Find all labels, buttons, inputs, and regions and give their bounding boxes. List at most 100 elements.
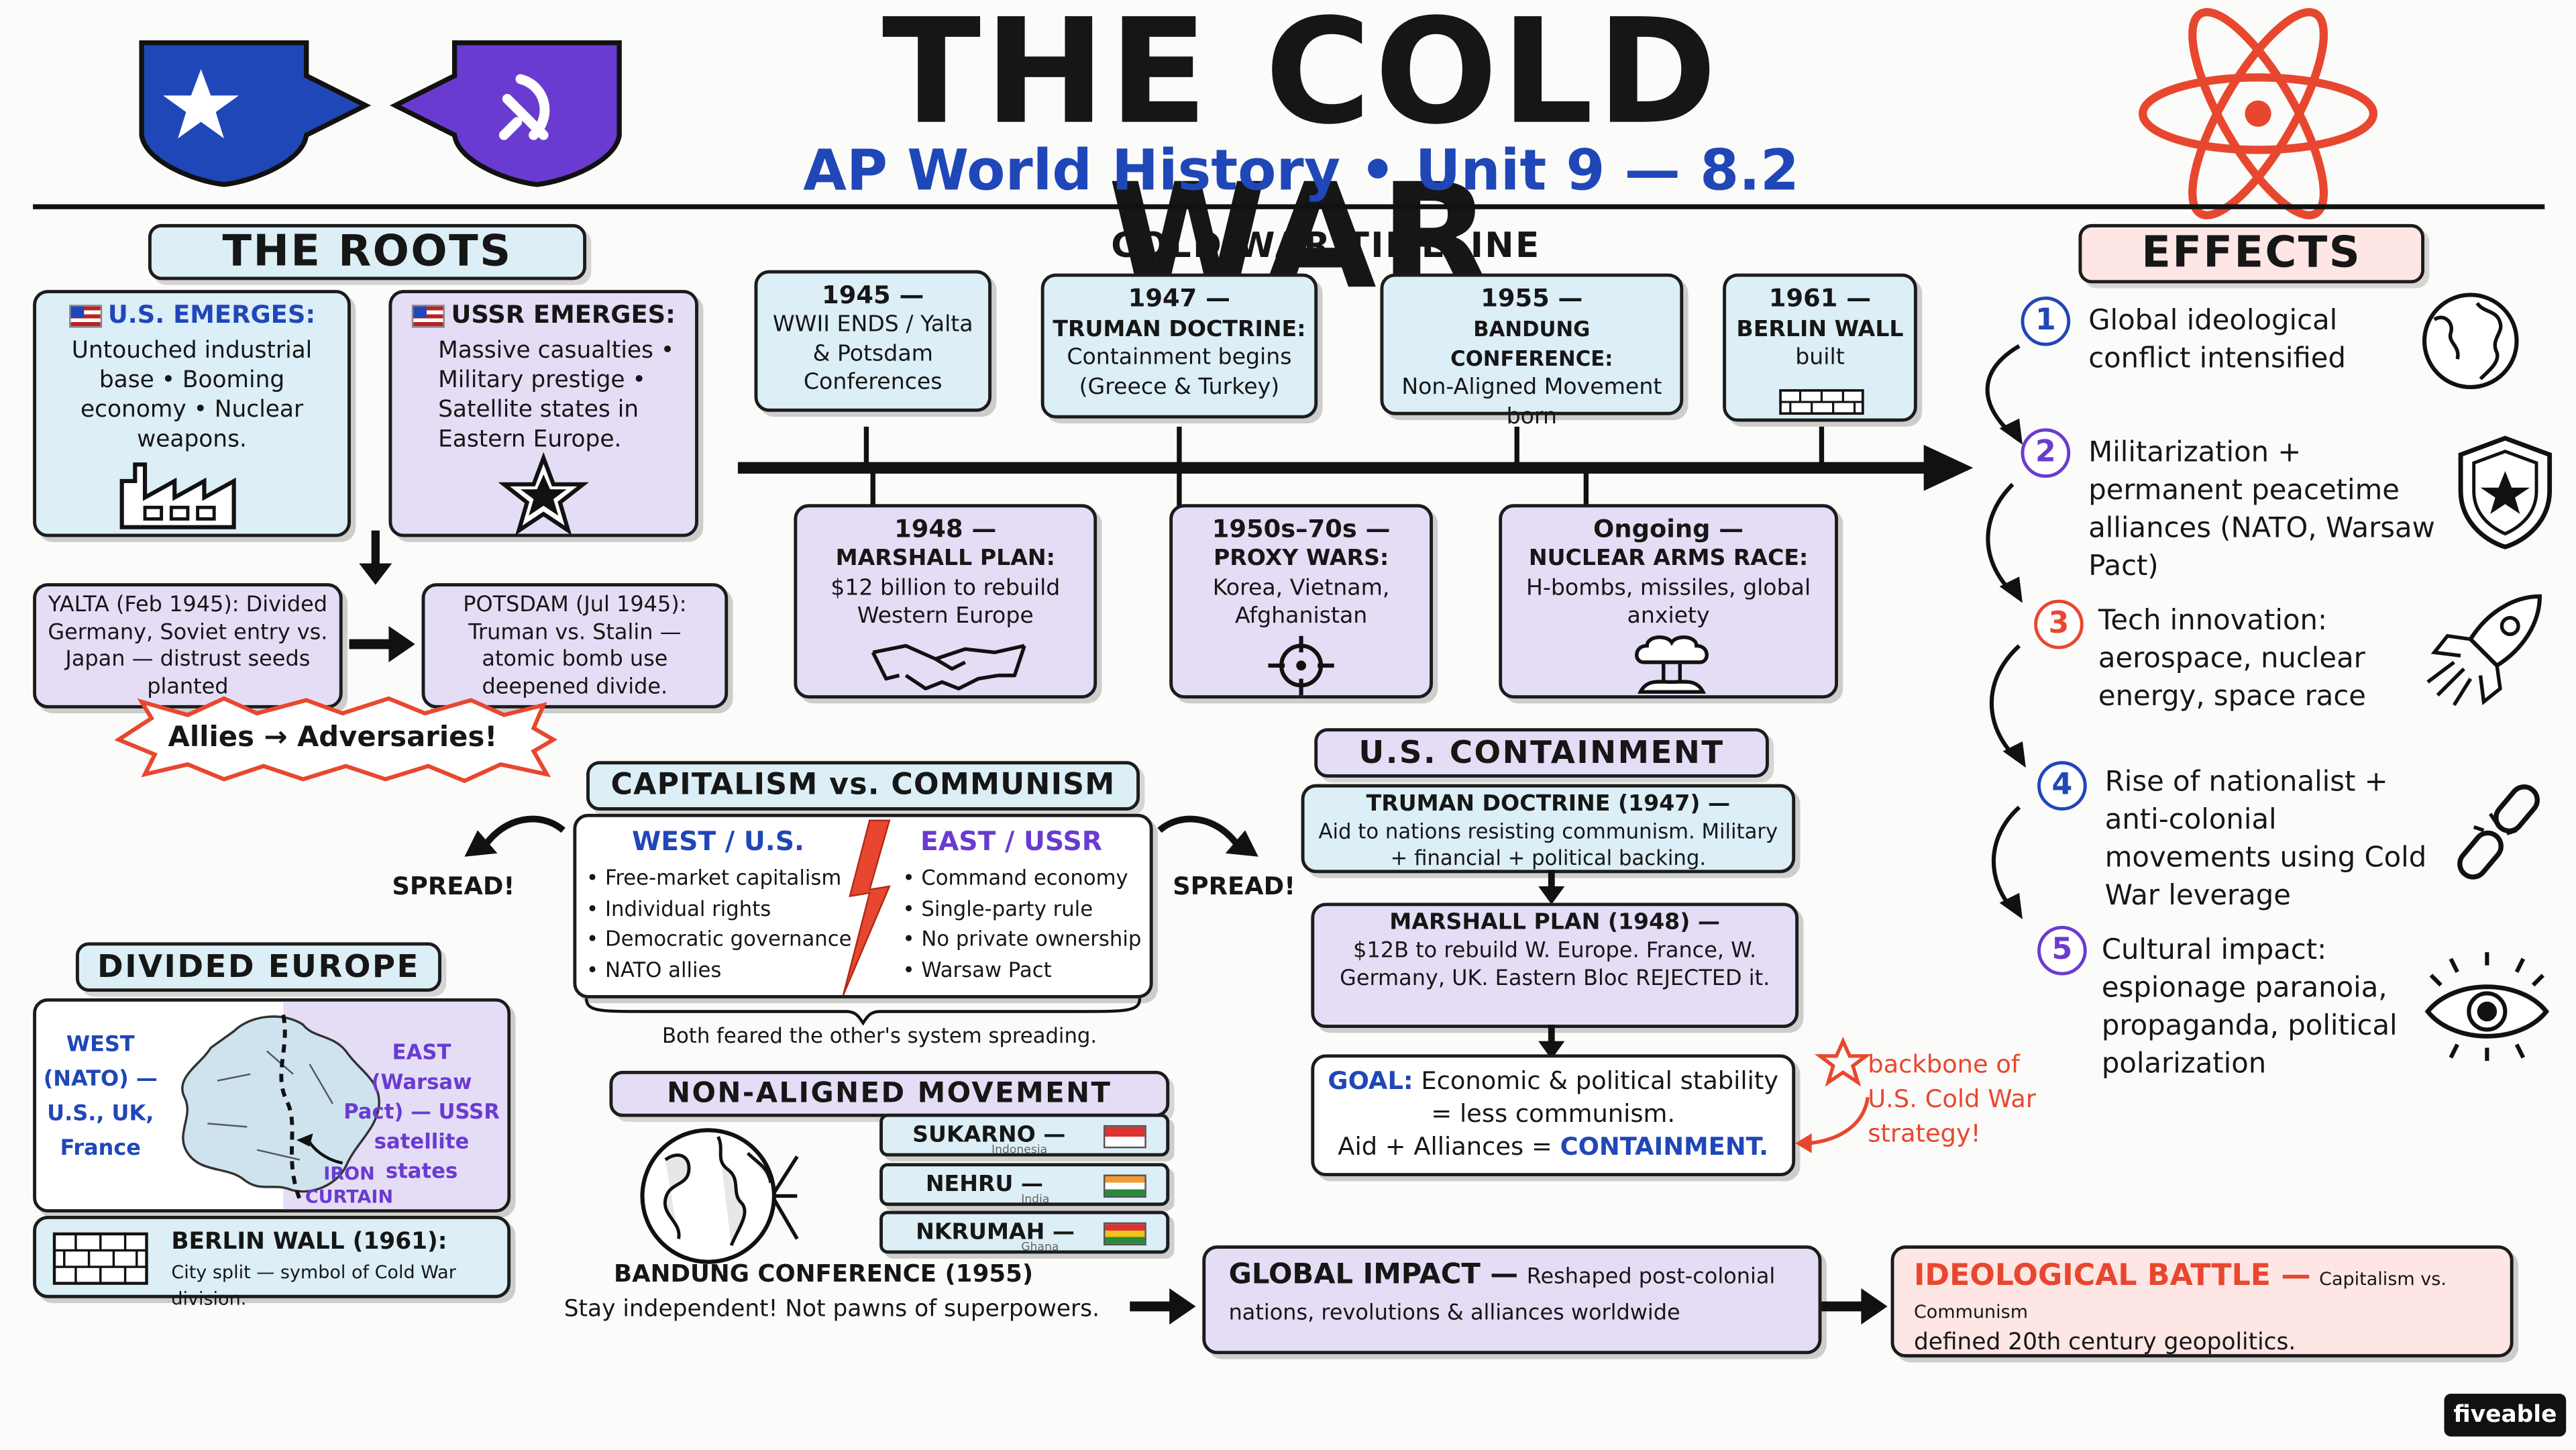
timeline-arms-text: H-bombs, missiles, global anxiety	[1526, 574, 1811, 629]
marshall-text: $12B to rebuild W. Europe. France, W. Ge…	[1340, 939, 1770, 992]
page-subtitle: AP World History • Unit 9 — 8.2	[803, 138, 1799, 205]
effect-1-text: Global ideological conflict intensified	[2088, 305, 2346, 376]
burst-shape	[114, 696, 558, 784]
ideological-battle-card: IDEOLOGICAL BATTLE — Capitalism vs. Comm…	[1890, 1245, 2514, 1358]
goal-label: GOAL:	[1328, 1066, 1413, 1096]
capcom-header: CAPITALISM vs. COMMUNISM	[586, 761, 1140, 811]
down-arrow-roots	[359, 530, 392, 585]
timeline-axis	[737, 426, 1974, 508]
iron-curtain-label: IRON CURTAIN	[305, 1163, 394, 1208]
leader-sukarno-card: SUKARNO — Indonesia	[879, 1113, 1170, 1157]
us-flag-icon-2	[411, 303, 445, 327]
leader-nkrumah-card: NKRUMAH — Ghana	[879, 1210, 1170, 1254]
globe-icon	[2422, 293, 2519, 390]
backbone-arrow	[1795, 1096, 1870, 1153]
yalta-text: YALTA (Feb 1945): Divided Germany, Sovie…	[48, 592, 328, 700]
effect-2-text: Militarization + permanent peacetime all…	[2088, 436, 2435, 584]
east-item: • No private ownership	[902, 925, 1142, 951]
broken-chain-icon	[2457, 784, 2540, 880]
us-emerges-text: Untouched industrial base • Booming econ…	[71, 338, 313, 454]
global-impact-text: Reshaped post-colonial nations, revoluti…	[1228, 1265, 1776, 1327]
battle-title-small: Capitalism vs. Communism	[1913, 1268, 2447, 1323]
truman-text: Aid to nations resisting communism. Mili…	[1318, 819, 1778, 870]
ussr-emerges-text: Massive casualties • Military prestige •…	[438, 338, 675, 454]
crosshair-icon	[1268, 635, 1334, 696]
eye-icon	[2424, 952, 2550, 1061]
divided-header: DIVIDED EUROPE	[75, 942, 441, 992]
timeline-1947-card: 1947 — TRUMAN DOCTRINE: Containment begi…	[1040, 273, 1318, 419]
west-label: WEST (NATO) — U.S., UK, France	[43, 1033, 158, 1161]
timeline-1948-bold: MARSHALL PLAN:	[835, 545, 1055, 572]
brick-wall-icon	[1779, 389, 1864, 415]
effects-header: EFFECTS	[2078, 223, 2425, 284]
goal-line-2: Aid + Alliances = CONTAINMENT.	[1328, 1130, 1779, 1163]
timeline-proxy-date: 1950s–70s —	[1212, 514, 1391, 544]
timeline-1961-bold: BERLIN WALL	[1736, 316, 1904, 343]
iron-curtain-pointer	[296, 1133, 343, 1165]
effect-3-text: Tech innovation: aerospace, nuclear ener…	[2098, 605, 2366, 714]
world-globe-icon	[640, 1128, 799, 1264]
marshall-plan-card: MARSHALL PLAN (1948) — $12B to rebuild W…	[1311, 902, 1799, 1029]
right-arrow-yalta	[349, 625, 415, 662]
brick-wall-icon-2	[52, 1232, 148, 1285]
containment-arrow-1	[1538, 870, 1565, 904]
leader-nehru-name: NEHRU —	[925, 1171, 1044, 1198]
spread-left-arrow	[464, 815, 566, 857]
spread-right-arrow	[1157, 815, 1258, 857]
timeline-1948-card: 1948 — MARSHALL PLAN: $12 billion to reb…	[794, 504, 1097, 699]
effect-4-text: Rise of nationalist + anti-colonial move…	[2104, 766, 2427, 913]
leader-sukarno-country: Indonesia	[991, 1143, 1048, 1157]
battle-title: IDEOLOGICAL BATTLE —	[1913, 1258, 2311, 1294]
timeline-1955-date: 1955 —	[1481, 283, 1583, 313]
berlin-wall-card: BERLIN WALL (1961): City split — symbol …	[33, 1215, 511, 1310]
us-emerges-title: U.S. EMERGES:	[50, 300, 335, 329]
star-icon	[498, 452, 590, 535]
east-item: • Command economy	[902, 864, 1128, 890]
header-divider	[33, 204, 2545, 209]
timeline-1945-text: WWII ENDS / Yalta & Potsdam Conferences	[772, 311, 973, 396]
timeline-1961-date: 1961 —	[1768, 283, 1872, 313]
west-item: • Free-market capitalism	[586, 864, 842, 890]
effect-2-number: 2	[2021, 428, 2071, 478]
global-impact-card: GLOBAL IMPACT — Reshaped post-colonial n…	[1202, 1245, 1822, 1355]
effect-3-number: 3	[2034, 599, 2084, 650]
west-title: WEST / U.S.	[631, 825, 804, 857]
effect-5-number: 5	[2037, 925, 2087, 976]
west-list: • Free-market capitalism • Individual ri…	[586, 864, 866, 986]
allies-adversaries-text: Allies → Adversaries!	[168, 721, 498, 755]
timeline-1955-bold: BANDUNG CONFERENCE:	[1450, 316, 1613, 371]
indonesia-flag-icon	[1103, 1125, 1146, 1149]
leader-nehru-country: India	[1021, 1192, 1050, 1206]
timeline-proxy-text: Korea, Vietnam, Afghanistan	[1212, 574, 1390, 629]
mushroom-cloud-icon	[1635, 635, 1709, 694]
effect-1-number: 1	[2021, 296, 2071, 346]
timeline-1945-date: 1945 —	[822, 280, 924, 310]
bandung-title: BANDUNG CONFERENCE (1955)	[613, 1261, 1034, 1288]
shield-star-icon	[2458, 435, 2553, 550]
battle-line-1: IDEOLOGICAL BATTLE — Capitalism vs. Comm…	[1914, 1259, 2490, 1325]
europe-map	[181, 1014, 380, 1200]
goal-text: Economic & political stability = less co…	[1421, 1066, 1779, 1129]
arrow-to-global	[1130, 1288, 1196, 1325]
containment-arrow-2	[1538, 1025, 1565, 1059]
east-item: • Warsaw Pact	[902, 956, 1052, 982]
red-star-icon	[1814, 1037, 1872, 1087]
timeline-1955-text: Non-Aligned Movement born	[1401, 374, 1662, 429]
roots-header: THE ROOTS	[148, 223, 587, 280]
berlin-wall-text: City split — symbol of Cold War division…	[171, 1261, 456, 1310]
timeline-arms-date: Ongoing —	[1593, 514, 1744, 544]
marshall-title: MARSHALL PLAN (1948) —	[1389, 909, 1721, 936]
leader-nkrumah-country: Ghana	[1021, 1240, 1059, 1254]
yalta-card: YALTA (Feb 1945): Divided Germany, Sovie…	[33, 583, 343, 709]
lightning-icon	[842, 819, 891, 996]
factory-icon	[119, 462, 236, 529]
east-label: EAST (Warsaw Pact) — USSR satellite stat…	[343, 1039, 500, 1183]
capcom-caption: Both feared the other's system spreading…	[661, 1023, 1097, 1048]
timeline-header: COLD WAR TIMELINE	[1111, 225, 1541, 266]
rocket-icon	[2426, 594, 2542, 707]
east-title: EAST / USSR	[920, 825, 1102, 857]
fiveable-logo: fiveable	[2444, 1394, 2567, 1437]
timeline-arms-card: Ongoing — NUCLEAR ARMS RACE: H-bombs, mi…	[1499, 504, 1839, 699]
ussr-emerges-card: USSR EMERGES: Massive casualties • Milit…	[388, 290, 699, 537]
